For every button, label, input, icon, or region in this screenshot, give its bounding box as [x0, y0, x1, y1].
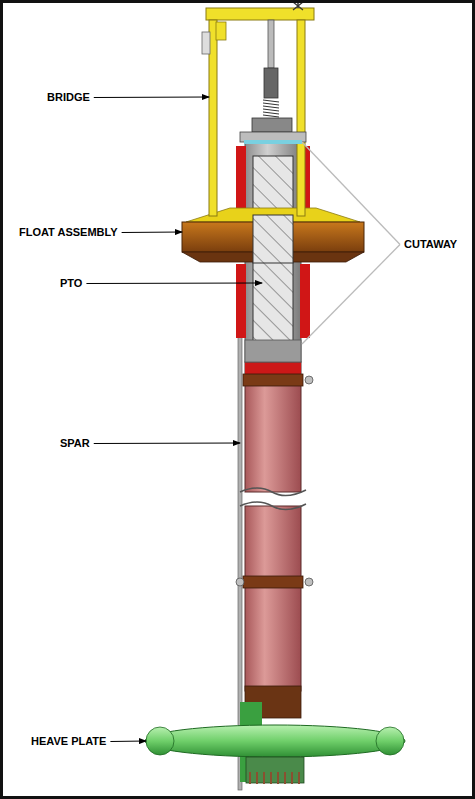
spar: [236, 362, 313, 718]
bridge-frame: [202, 2, 314, 216]
leader-line: [94, 443, 240, 445]
leader-line: [122, 232, 182, 234]
leader-line: [302, 142, 400, 245]
leader-line: [86, 283, 262, 285]
part-label: SPAR: [60, 437, 90, 450]
part-label: FLOAT ASSEMBLY: [19, 226, 118, 239]
heave-plate: [145, 702, 405, 784]
leader-line: [94, 97, 209, 99]
leader-line: [110, 741, 146, 743]
part-label: HEAVE PLATE: [31, 735, 106, 748]
leader-line: [302, 245, 400, 345]
part-label: CUTAWAY: [404, 238, 457, 251]
part-label: PTO: [60, 277, 82, 290]
part-label: BRIDGE: [47, 91, 90, 104]
